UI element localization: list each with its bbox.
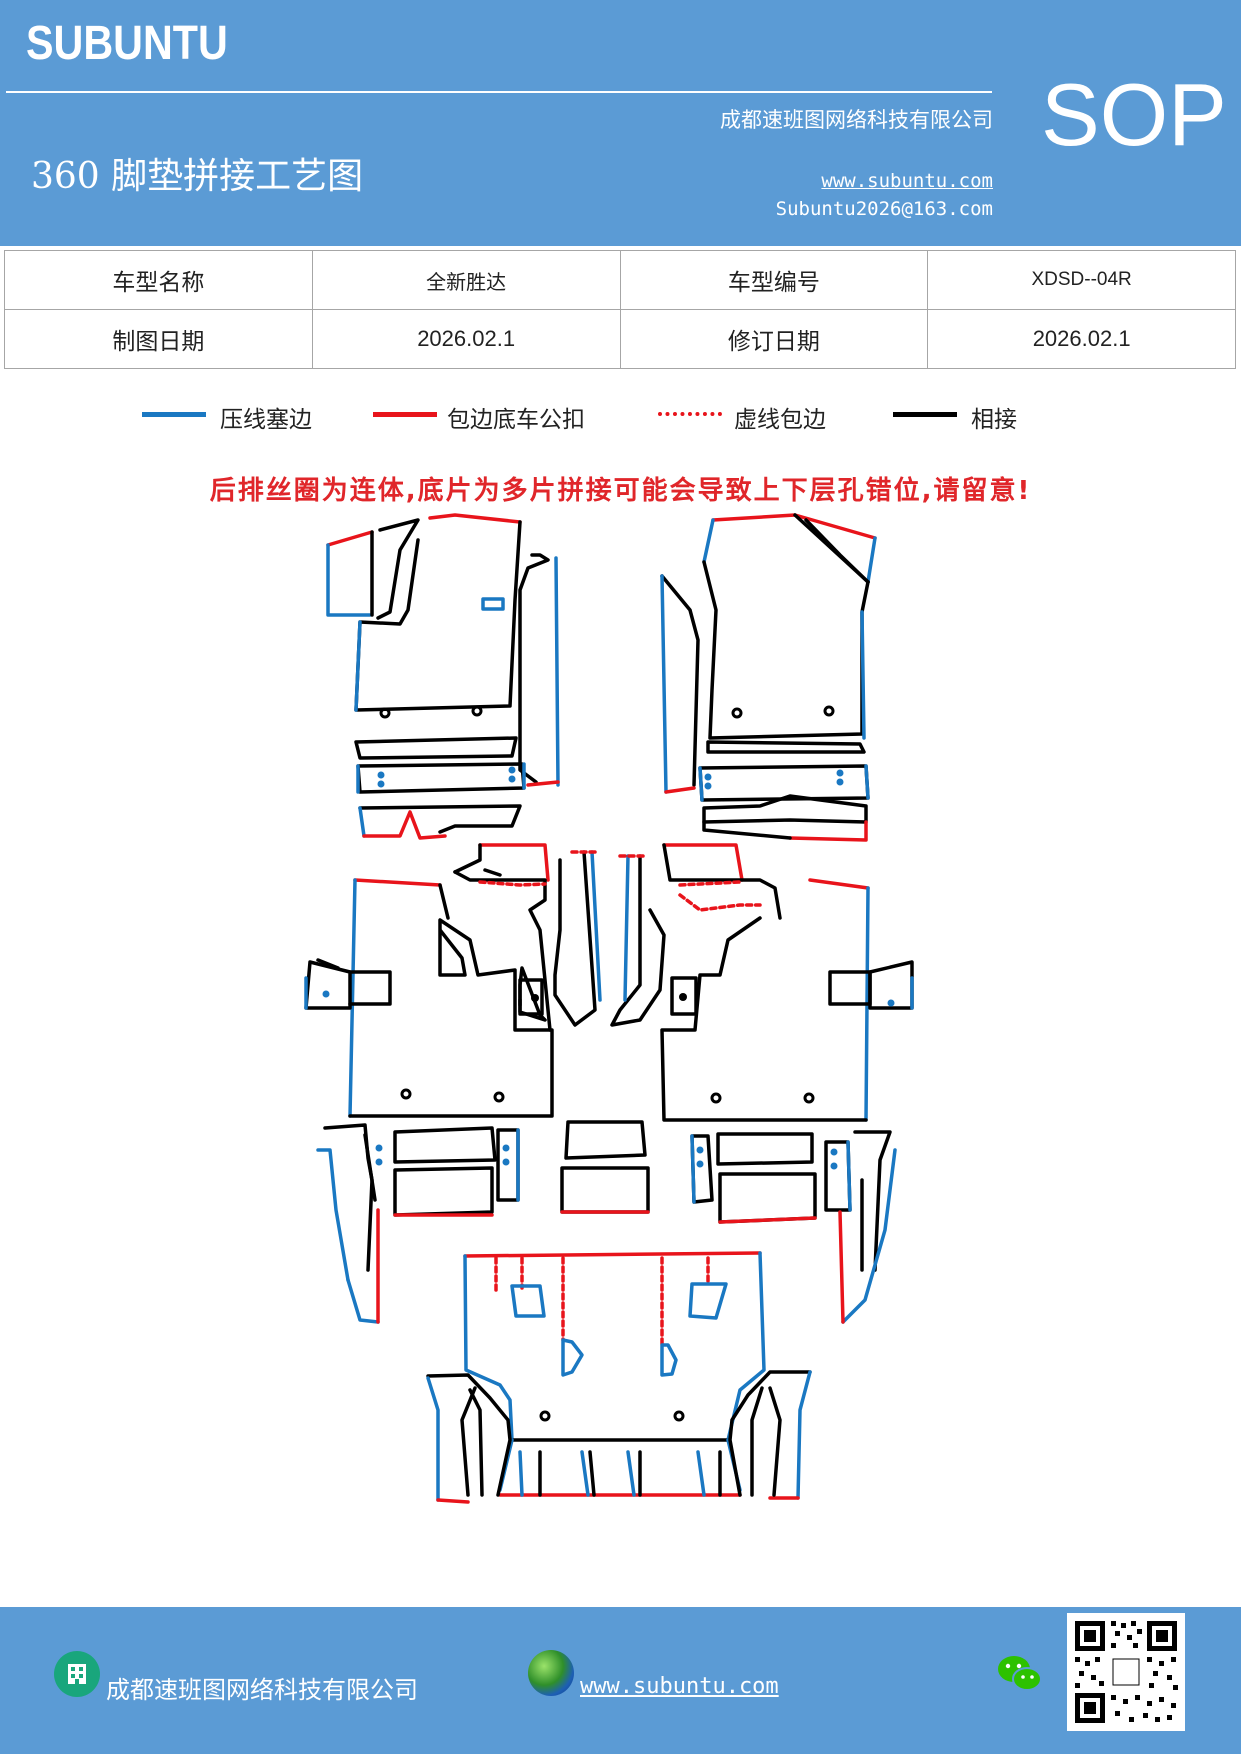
globe-icon [528, 1650, 574, 1696]
mat-holes [379, 705, 835, 1422]
table-row: 制图日期 2026.02.1 修订日期 2026.02.1 [4, 309, 1236, 369]
legend-label: 相接 [971, 407, 1017, 433]
draw-date-label: 制图日期 [4, 309, 313, 369]
model-code-value: XDSD--04R [927, 250, 1236, 310]
front-left-mat [326, 513, 560, 840]
legend-swatch-red [373, 412, 437, 417]
header-divider [6, 91, 992, 93]
legend-swatch-blue [142, 412, 206, 417]
building-icon [54, 1651, 100, 1697]
revise-date-value: 2026.02.1 [927, 309, 1236, 369]
footer-website-link[interactable]: www.subuntu.com [580, 1674, 779, 1699]
model-name-label: 车型名称 [4, 250, 313, 310]
middle-left-mat [304, 843, 602, 1118]
middle-lower-strips [316, 1120, 897, 1324]
table-row: 车型名称 全新胜达 车型编号 XDSD--04R [4, 250, 1236, 310]
model-code-label: 车型编号 [619, 250, 929, 310]
legend-label: 虚线包边 [734, 407, 826, 433]
revise-date-label: 修订日期 [619, 309, 929, 369]
wechat-icon [996, 1652, 1044, 1696]
vehicle-info-table: 车型名称 全新胜达 车型编号 XDSD--04R 制图日期 2026.02.1 … [4, 250, 1236, 369]
page-title: 360 脚垫拼接工艺图 [31, 156, 364, 197]
header-email: Subuntu2026@163.com [775, 198, 993, 220]
rear-mat [426, 1251, 812, 1504]
mat-clips [322, 766, 895, 1170]
legend-label: 压线塞边 [220, 407, 312, 433]
draw-date-value: 2026.02.1 [311, 309, 621, 369]
footer-company: 成都速班图网络科技有限公司 [106, 1676, 418, 1704]
legend-swatch-red-dashed [658, 412, 722, 416]
middle-right-mat [610, 843, 914, 1122]
sop-badge: SOP [1041, 65, 1227, 164]
brand-logo: SUBUNTU [26, 17, 228, 70]
qr-code-icon [1067, 1613, 1185, 1731]
legend-label: 包边底车公扣 [447, 407, 585, 433]
header-company: 成都速班图网络科技有限公司 [720, 108, 993, 132]
warning-note: 后排丝圈为连体,底片为多片拼接可能会导致上下层孔错位,请留意! [209, 476, 1032, 506]
mat-holes-filled [531, 993, 687, 1002]
front-right-mat [660, 513, 877, 842]
header-banner [0, 0, 1241, 246]
legend-swatch-black [893, 412, 957, 417]
model-name-value: 全新胜达 [311, 250, 621, 310]
header-website-link[interactable]: www.subuntu.com [821, 170, 993, 192]
